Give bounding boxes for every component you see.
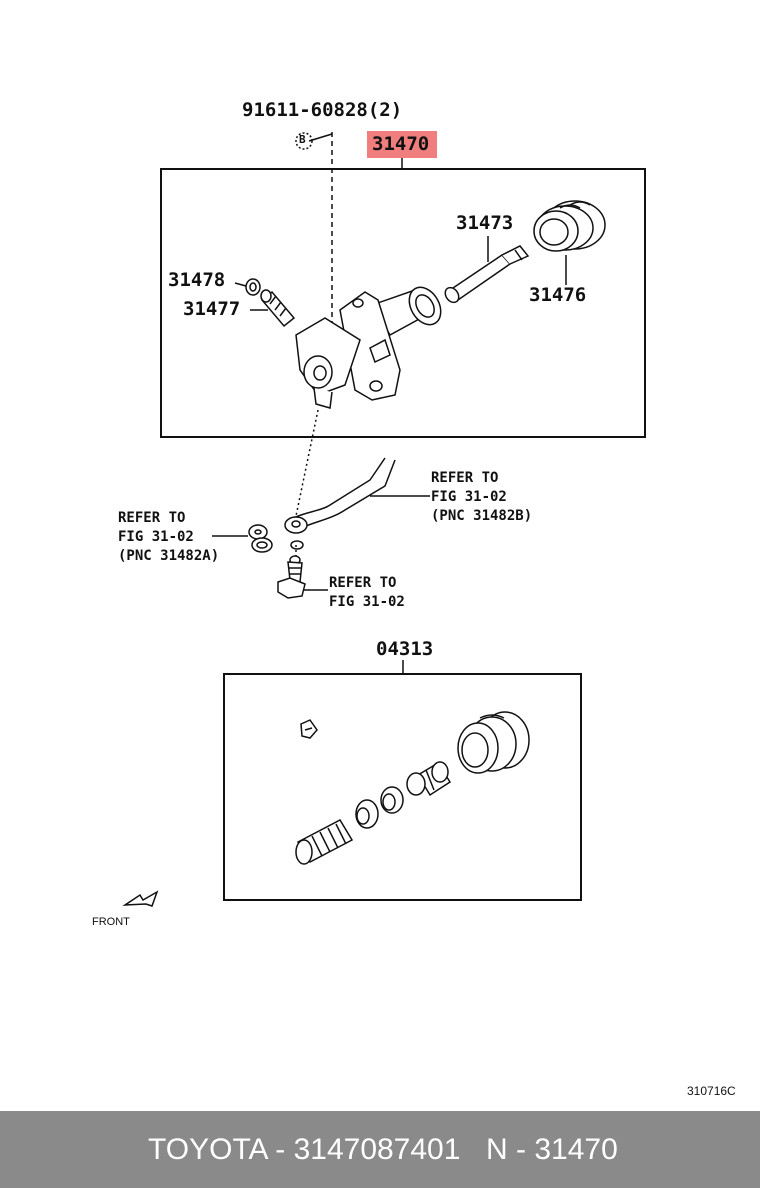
kit-frame: [223, 673, 582, 901]
kit-cup-2: [380, 786, 404, 814]
kit-spring: [295, 819, 354, 865]
kit-piston: [406, 761, 452, 797]
part-31477-label: 31477: [183, 298, 241, 320]
refer-note-bottom: REFER TO FIG 31-02: [329, 575, 405, 610]
bolt-marker-label: B: [299, 133, 306, 146]
kit-boot: [457, 711, 530, 774]
union-gasket-left: [248, 524, 273, 553]
push-rod: [444, 245, 530, 304]
bleeder-plug: [260, 289, 296, 328]
kit-cup-1: [355, 799, 379, 829]
part-31478-label: 31478: [168, 269, 226, 291]
refer-note-left: REFER TO FIG 31-02 (PNC 31482A): [118, 510, 220, 564]
bolt-part-number: 91611-60828(2): [242, 99, 403, 121]
assembly-frame: [160, 168, 646, 438]
kit-clip: [300, 719, 318, 739]
front-arrow: [122, 890, 159, 907]
highlighted-part-label: 31470: [372, 133, 430, 155]
refer-note-right: REFER TO FIG 31-02 (PNC 31482B): [431, 470, 533, 524]
part-31473-label: 31473: [456, 212, 514, 234]
diagram-code: 310716C: [687, 1084, 736, 1098]
footer-pnc: N - 31470: [486, 1133, 618, 1166]
boot-31476: [533, 200, 606, 252]
front-label: FRONT: [92, 916, 130, 928]
bleeder-cap: [245, 278, 261, 296]
parts-diagram: [122, 132, 646, 907]
part-31476-label: 31476: [529, 284, 587, 306]
kit-part-label: 04313: [376, 638, 434, 660]
union-bolt: [277, 555, 306, 599]
footer-part-number: TOYOTA - 3147087401: [148, 1133, 461, 1166]
bolt-marker-circle: [295, 132, 313, 150]
release-cylinder: [295, 286, 442, 409]
clutch-line: [284, 457, 396, 550]
footer-bar: TOYOTA - 3147087401 N - 31470: [0, 1111, 760, 1188]
highlighted-part-31470[interactable]: 31470: [367, 131, 437, 158]
